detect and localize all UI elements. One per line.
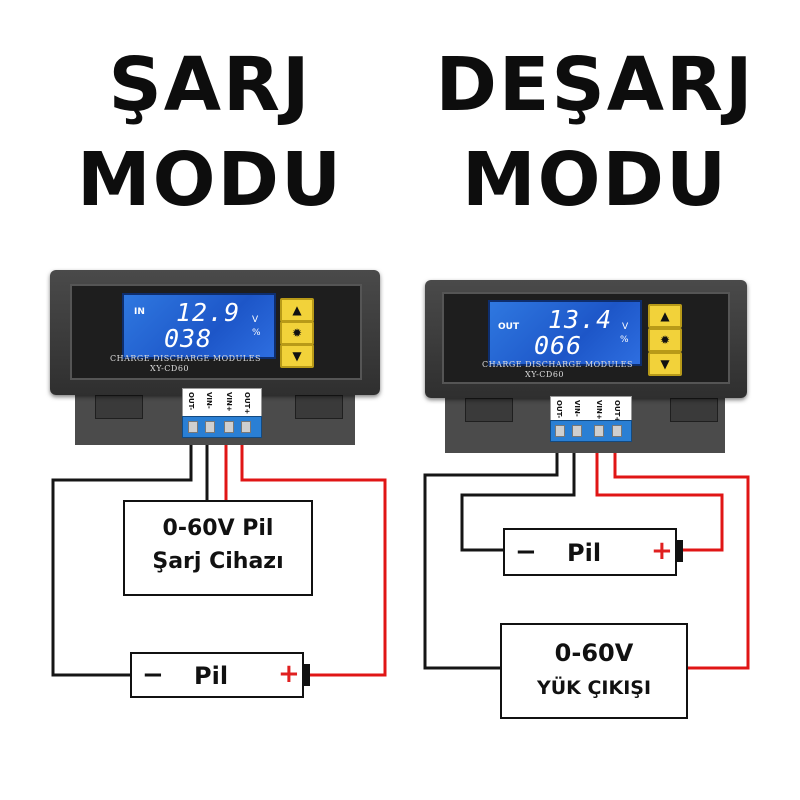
terminal-screw (594, 425, 604, 437)
battery-plus-terminal: + (651, 536, 673, 566)
up-button[interactable]: ▲ (280, 298, 314, 322)
battery-plus-terminal: + (278, 659, 300, 689)
mounting-tab-left (465, 398, 513, 422)
terminal-screw (612, 425, 622, 437)
left-wire-out-minus (51, 420, 193, 677)
terminal-screw (555, 425, 565, 437)
pin-label-strip: OUT- VIN- VIN+ OUT+ (550, 396, 632, 424)
pin-vin-minus: VIN- (205, 392, 213, 409)
pin-out-plus: OUT+ (243, 392, 251, 415)
discharge-mode-module: OUT 13.4 V 066 % ▲ ✹ ▼ CHARGE DISCHARGE … (420, 280, 750, 460)
lcd-screen: IN 12.9 V 038 % (122, 293, 276, 359)
lcd-percent: 038 (164, 324, 213, 353)
load-label-line1: 0-60V (554, 639, 634, 667)
right-wire-out-minus (423, 420, 559, 670)
screw-terminal (182, 416, 262, 438)
battery-left: − Pil + (130, 652, 304, 698)
module-label: CHARGE DISCHARGE MODULES (482, 360, 633, 369)
left-wire-out-plus (240, 420, 387, 677)
module-model: XY-CD60 (525, 370, 565, 379)
right-wire-out-plus (613, 420, 750, 670)
pin-vin-minus: VIN- (573, 400, 581, 417)
terminal-screw (241, 421, 251, 433)
discharge-mode-title-line1: DEŞARJ (435, 42, 755, 128)
up-button[interactable]: ▲ (648, 304, 682, 328)
lcd-percent-unit: % (620, 335, 629, 345)
charge-mode-title-line2: MODU (76, 137, 344, 223)
lcd-mode-tag: IN (134, 307, 145, 317)
pin-out-minus: OUT- (555, 400, 563, 419)
lcd-voltage-unit: V (252, 315, 259, 325)
right-wire-vin-minus (460, 420, 576, 552)
terminal-screw (224, 421, 234, 433)
module-label: CHARGE DISCHARGE MODULES (110, 354, 261, 363)
pin-vin-plus: VIN+ (595, 400, 603, 420)
right-wire-vin-plus (595, 420, 724, 552)
down-button[interactable]: ▼ (280, 344, 314, 368)
battery-label: Pil (194, 662, 229, 690)
terminal-screw (205, 421, 215, 433)
lcd-screen: OUT 13.4 V 066 % (488, 300, 642, 366)
settings-button[interactable]: ✹ (280, 321, 314, 345)
down-arrow-icon: ▼ (292, 349, 302, 363)
mounting-tab-right (295, 395, 343, 419)
battery-cap (302, 664, 310, 686)
charger-label-line1: 0-60V Pil (162, 516, 274, 541)
screw-terminal (550, 420, 632, 442)
lcd-percent: 066 (534, 331, 583, 360)
battery-minus-terminal: − (142, 660, 164, 690)
charge-mode-module: IN 12.9 V 038 % ▲ ✹ ▼ CHARGE DISCHARGE M… (50, 270, 380, 450)
lcd-percent-unit: % (252, 328, 261, 338)
battery-cap (675, 540, 683, 562)
gear-icon: ✹ (291, 326, 303, 340)
mounting-tab-right (670, 398, 718, 422)
lcd-voltage: 13.4 (548, 305, 613, 334)
pin-label-strip: OUT- VIN- VIN+ OUT+ (182, 388, 262, 418)
pin-out-minus: OUT- (187, 392, 195, 411)
down-button[interactable]: ▼ (648, 352, 682, 376)
battery-label: Pil (567, 539, 602, 567)
settings-button[interactable]: ✹ (648, 328, 682, 352)
pin-out-plus: OUT+ (613, 400, 621, 423)
load-output-box: 0-60V YÜK ÇIKIŞI (500, 623, 688, 719)
up-arrow-icon: ▲ (660, 309, 670, 323)
gear-icon: ✹ (659, 333, 671, 347)
down-arrow-icon: ▼ (660, 357, 670, 371)
charger-label-line2: Şarj Cihazı (152, 549, 284, 574)
terminal-screw (572, 425, 582, 437)
lcd-mode-tag: OUT (498, 322, 520, 332)
load-label-line2: YÜK ÇIKIŞI (536, 677, 652, 699)
mounting-tab-left (95, 395, 143, 419)
module-model: XY-CD60 (150, 364, 190, 373)
charge-mode-title-line1: ŞARJ (108, 42, 312, 128)
lcd-voltage-unit: V (622, 322, 629, 332)
battery-minus-terminal: − (515, 537, 537, 567)
charger-box: 0-60V Pil Şarj Cihazı (123, 500, 313, 596)
pin-vin-plus: VIN+ (225, 392, 233, 412)
up-arrow-icon: ▲ (292, 303, 302, 317)
discharge-mode-title-line2: MODU (461, 137, 729, 223)
lcd-voltage: 12.9 (176, 298, 241, 327)
terminal-screw (188, 421, 198, 433)
battery-right: − Pil + (503, 528, 677, 576)
